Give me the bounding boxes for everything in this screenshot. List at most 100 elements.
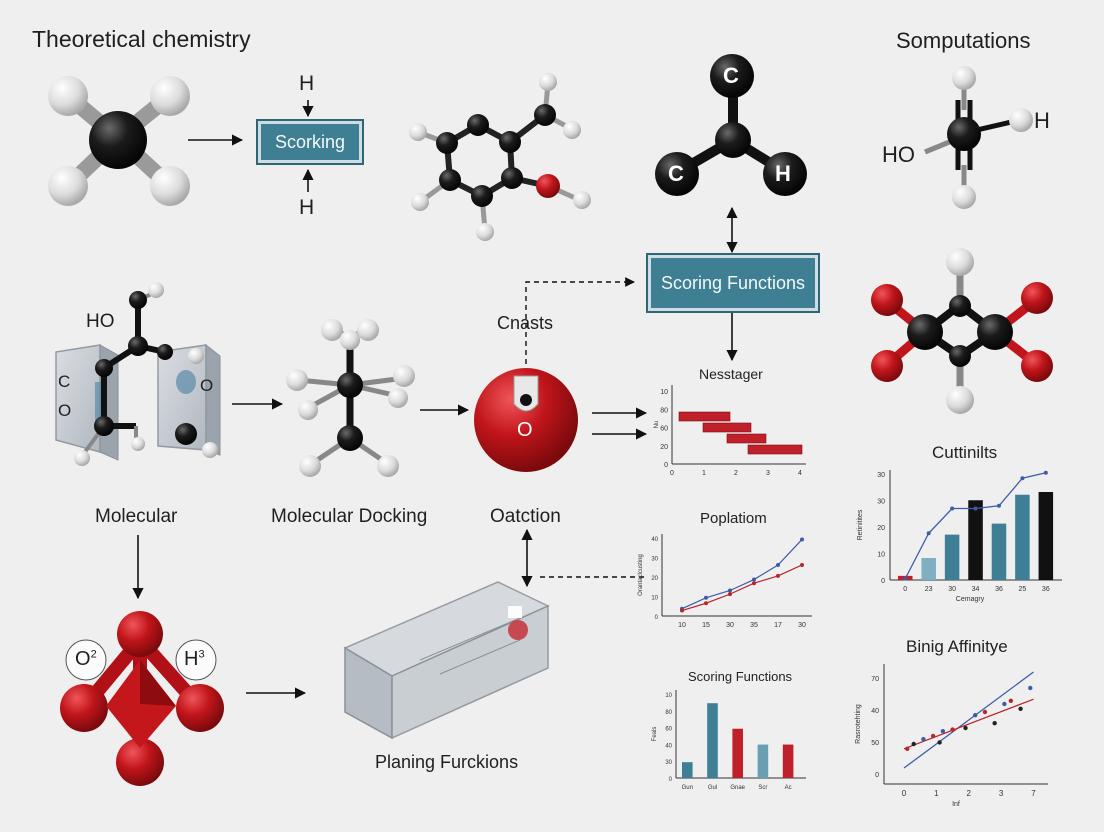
ho-label-left: HO	[86, 311, 115, 332]
scatter-point	[905, 746, 910, 751]
series-point	[752, 577, 756, 582]
h-label-top: H	[299, 72, 315, 95]
scatter-point	[921, 737, 926, 742]
fit-line	[903, 671, 1034, 769]
c-label-box: C	[58, 372, 71, 391]
series-line	[681, 539, 803, 610]
binig-affinitye-title: Binig Affinitye	[906, 637, 1008, 656]
trend-point	[1020, 476, 1025, 481]
y-axis-label: Orantaclcusting	[638, 554, 644, 596]
x-tick-label: 10	[678, 622, 686, 629]
x-tick-label: 3	[766, 470, 770, 477]
y-tick-label: 50	[871, 740, 879, 747]
series-point	[704, 595, 708, 600]
y-tick-label: 30	[651, 557, 658, 563]
y-tick-label: 0	[875, 772, 879, 779]
y-tick-label: 20	[660, 444, 668, 451]
bar	[682, 762, 693, 778]
y-tick-label: 30	[877, 499, 885, 506]
bar	[1015, 494, 1030, 580]
series-point	[704, 601, 708, 606]
series-point	[728, 588, 732, 593]
o2-label: O2	[75, 648, 97, 670]
gantt-bar	[702, 422, 752, 433]
x-axis-label: Cemagry	[956, 596, 985, 603]
trend-point	[996, 503, 1001, 508]
h-atom-label-right: H	[775, 161, 791, 186]
series-point	[776, 573, 780, 578]
bar	[707, 703, 718, 778]
h-label-bottom: H	[299, 196, 315, 219]
series-point	[776, 562, 780, 567]
y-tick-label: 10	[660, 389, 668, 396]
y-axis-label: Retinitites	[857, 509, 864, 540]
series-point	[800, 537, 804, 542]
series-point	[728, 592, 732, 597]
bar	[732, 728, 743, 778]
bar	[968, 500, 983, 580]
bar	[991, 523, 1007, 580]
x-tick-label: 35	[750, 622, 758, 629]
methane-molecule-icon	[48, 76, 190, 206]
red-tetrahedron-icon	[60, 611, 224, 786]
x-tick-label: 2	[734, 470, 738, 477]
series-point	[680, 608, 684, 613]
nesstager-title: Nesstager	[699, 366, 763, 382]
dashed-arrow-to-scoring	[525, 277, 635, 364]
y-tick-label: 0	[655, 615, 659, 621]
scatter-point	[1002, 701, 1007, 707]
bar	[921, 558, 936, 580]
bar	[944, 534, 960, 580]
y-axis-label: Nu	[654, 421, 660, 429]
x-tick-label: 3	[999, 789, 1004, 798]
c-atom-label-top: C	[723, 63, 739, 88]
x-tick-label: 2	[967, 789, 972, 798]
y-tick-label: 40	[871, 708, 879, 715]
molecular-label: Molecular	[95, 506, 178, 527]
y-tick-label: 10	[651, 596, 658, 602]
cuttinilts-title: Cuttinilts	[932, 443, 998, 462]
y-tick-label: 60	[660, 426, 668, 433]
scatter-point	[992, 721, 997, 726]
planing-furckions-label: Planing Furckions	[375, 752, 519, 772]
scatter-point	[982, 709, 988, 715]
y-tick-label: 30	[665, 760, 672, 766]
h-label-right: H	[1034, 108, 1050, 133]
oatction-label: Oatction	[490, 506, 561, 527]
x-tick-label: Gun	[682, 785, 693, 791]
y-tick-label: 40	[665, 743, 672, 749]
docking-molecule-icon	[286, 319, 415, 477]
trend-point	[950, 506, 955, 511]
scatter-point	[1008, 698, 1014, 703]
x-tick-label: 34	[972, 586, 980, 593]
cnasts-label: Cnasts	[497, 313, 554, 333]
trend-point	[926, 531, 931, 536]
x-tick-label: 1	[702, 470, 706, 477]
x-tick-label: 4	[798, 470, 802, 477]
x-tick-label: 30	[798, 622, 806, 629]
x-tick-label: Gul	[708, 785, 717, 791]
y-tick-label: 0	[664, 462, 668, 469]
scatter-point	[930, 733, 936, 739]
x-tick-label: 25	[1019, 586, 1027, 593]
series-point	[800, 562, 804, 567]
bar	[757, 744, 769, 778]
x-tick-label: 30	[726, 622, 734, 629]
hydroxyl-molecule-icon	[924, 66, 1033, 209]
x-tick-label: 23	[925, 586, 933, 593]
tri-carbon-molecule-icon	[655, 54, 807, 196]
x-tick-label: 17	[774, 622, 782, 629]
trend-point	[973, 506, 978, 511]
scoring-functions-box: Scoring Functions	[646, 253, 820, 313]
o2-badge	[65, 639, 107, 681]
bar	[782, 744, 794, 778]
x-tick-label: 30	[948, 586, 956, 593]
glass-tray-icon	[343, 581, 550, 740]
y-tick-label: 20	[651, 576, 658, 582]
